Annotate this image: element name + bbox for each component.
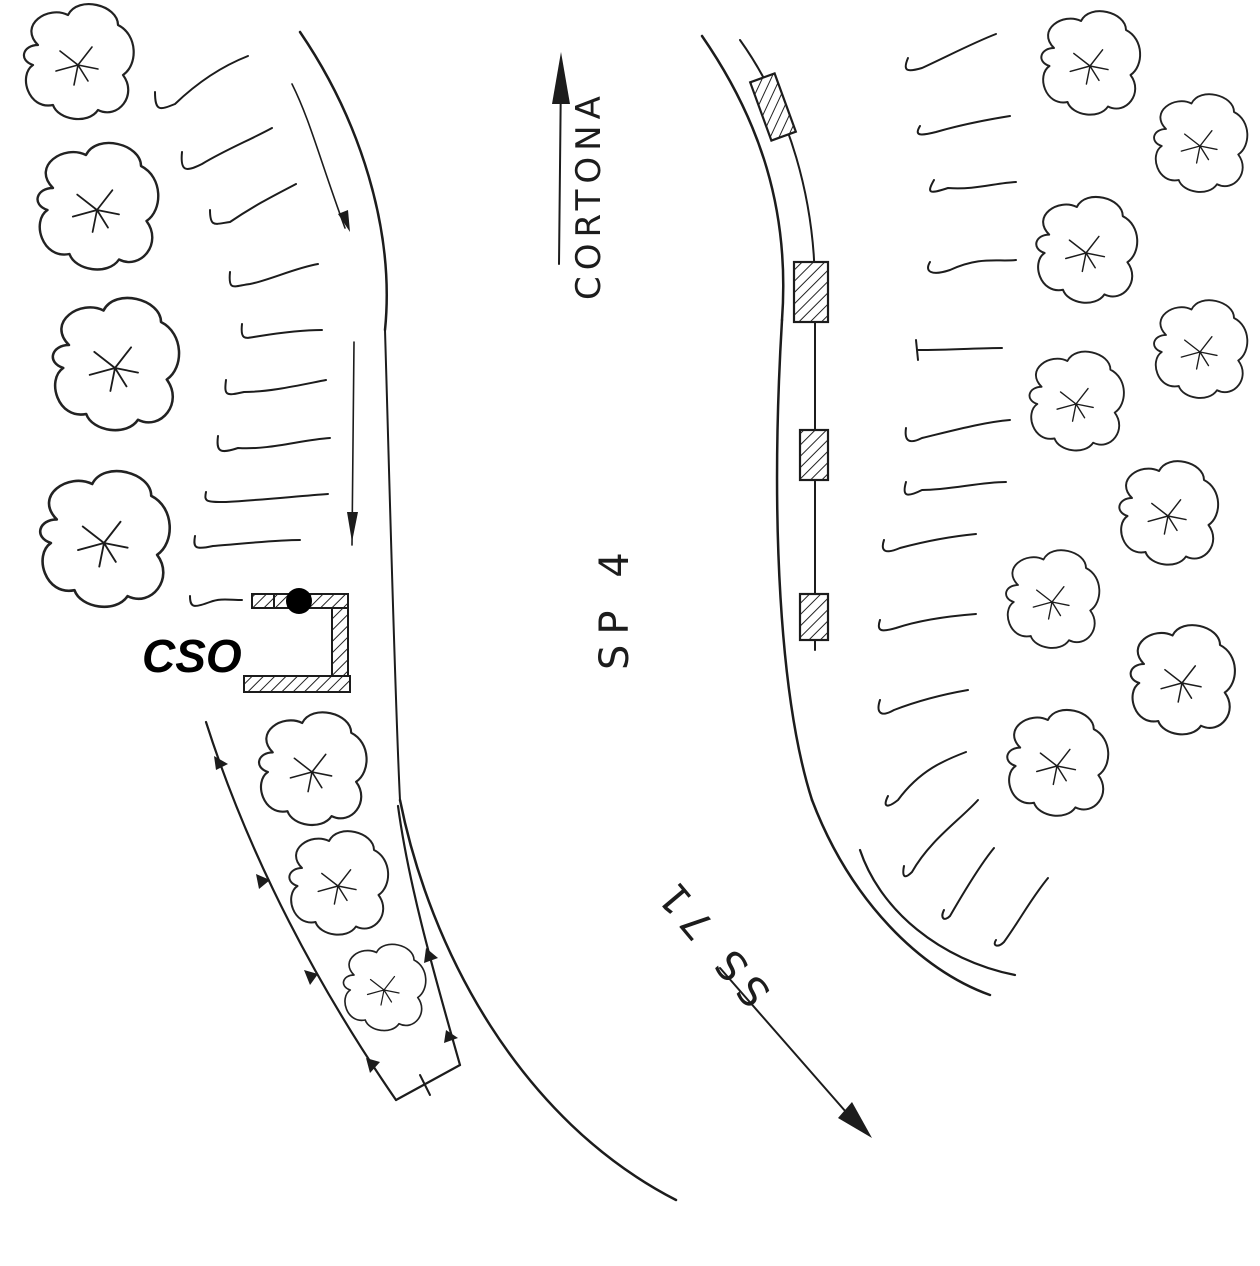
- parking-stall-line: [193, 535, 301, 549]
- tree-icon: [1035, 196, 1139, 304]
- tree-icon: [342, 943, 427, 1032]
- cso-structure: [243, 588, 351, 693]
- parking-stall-line: [915, 339, 1003, 361]
- parking-stall-line: [881, 533, 977, 553]
- southeast-arrow: [719, 967, 872, 1138]
- left-parking-stalls: [154, 55, 331, 607]
- road-label-sp4: SP 4: [592, 542, 638, 670]
- location-dot-icon: [286, 588, 312, 614]
- parking-stall-line: [877, 613, 977, 632]
- parking-stall-line: [216, 435, 331, 453]
- cso-label: CSO: [142, 630, 242, 682]
- right-road-edge: [700, 34, 1017, 997]
- tree-icon: [258, 711, 368, 826]
- direction-label-cortona: CORTONA: [569, 90, 609, 300]
- trees: [22, 3, 1249, 1032]
- parking-stall-line: [904, 33, 997, 72]
- tree-icon: [36, 141, 160, 271]
- tree-icon: [1028, 350, 1125, 452]
- hatched-barrier: [798, 592, 830, 642]
- tree-icon: [288, 830, 390, 936]
- tree-icon: [1153, 93, 1249, 193]
- tree-icon: [1118, 460, 1220, 566]
- hatched-barrier: [798, 428, 830, 482]
- tree-icon: [1153, 299, 1249, 399]
- parking-stall-line: [927, 259, 1017, 274]
- right-barriers: [748, 72, 830, 642]
- parking-stall-line: [224, 379, 327, 396]
- parking-stall-line: [993, 877, 1049, 947]
- right-parking-stalls: [877, 33, 1049, 947]
- parking-stall-line: [209, 183, 297, 225]
- parking-stall-line: [884, 751, 967, 807]
- parking-stall-line: [180, 127, 273, 170]
- parking-stall-line: [877, 689, 969, 715]
- tree-icon: [1129, 624, 1236, 736]
- tree-icon: [22, 3, 135, 121]
- parking-stall-line: [204, 491, 329, 503]
- tree-icon: [1005, 549, 1101, 649]
- parking-stall-line: [228, 263, 319, 288]
- left-road-edge: [298, 30, 678, 1202]
- parking-stall-line: [929, 179, 1017, 193]
- left-parking-strip: [204, 720, 462, 1102]
- hatched-barrier: [748, 72, 798, 142]
- parking-stall-line: [941, 847, 995, 920]
- north-arrow: [552, 52, 570, 265]
- tree-icon: [39, 469, 171, 609]
- tree-icon: [51, 296, 181, 432]
- parking-stall-line: [904, 419, 1011, 443]
- parking-stall-line: [154, 55, 249, 110]
- arrow-icon: [838, 1102, 872, 1138]
- parking-stall-line: [916, 115, 1011, 136]
- parking-stall-line: [240, 323, 323, 339]
- arrow-icon: [552, 52, 570, 104]
- parking-stall-line: [902, 799, 979, 878]
- hatched-barrier: [792, 260, 830, 324]
- parking-stall-line: [903, 481, 1007, 496]
- left-lane-arrows: [291, 83, 358, 546]
- parking-stall-line: [189, 595, 243, 607]
- road-label-ss71: SS 71: [645, 867, 779, 1015]
- tree-icon: [1006, 709, 1110, 817]
- tree-icon: [1040, 10, 1142, 116]
